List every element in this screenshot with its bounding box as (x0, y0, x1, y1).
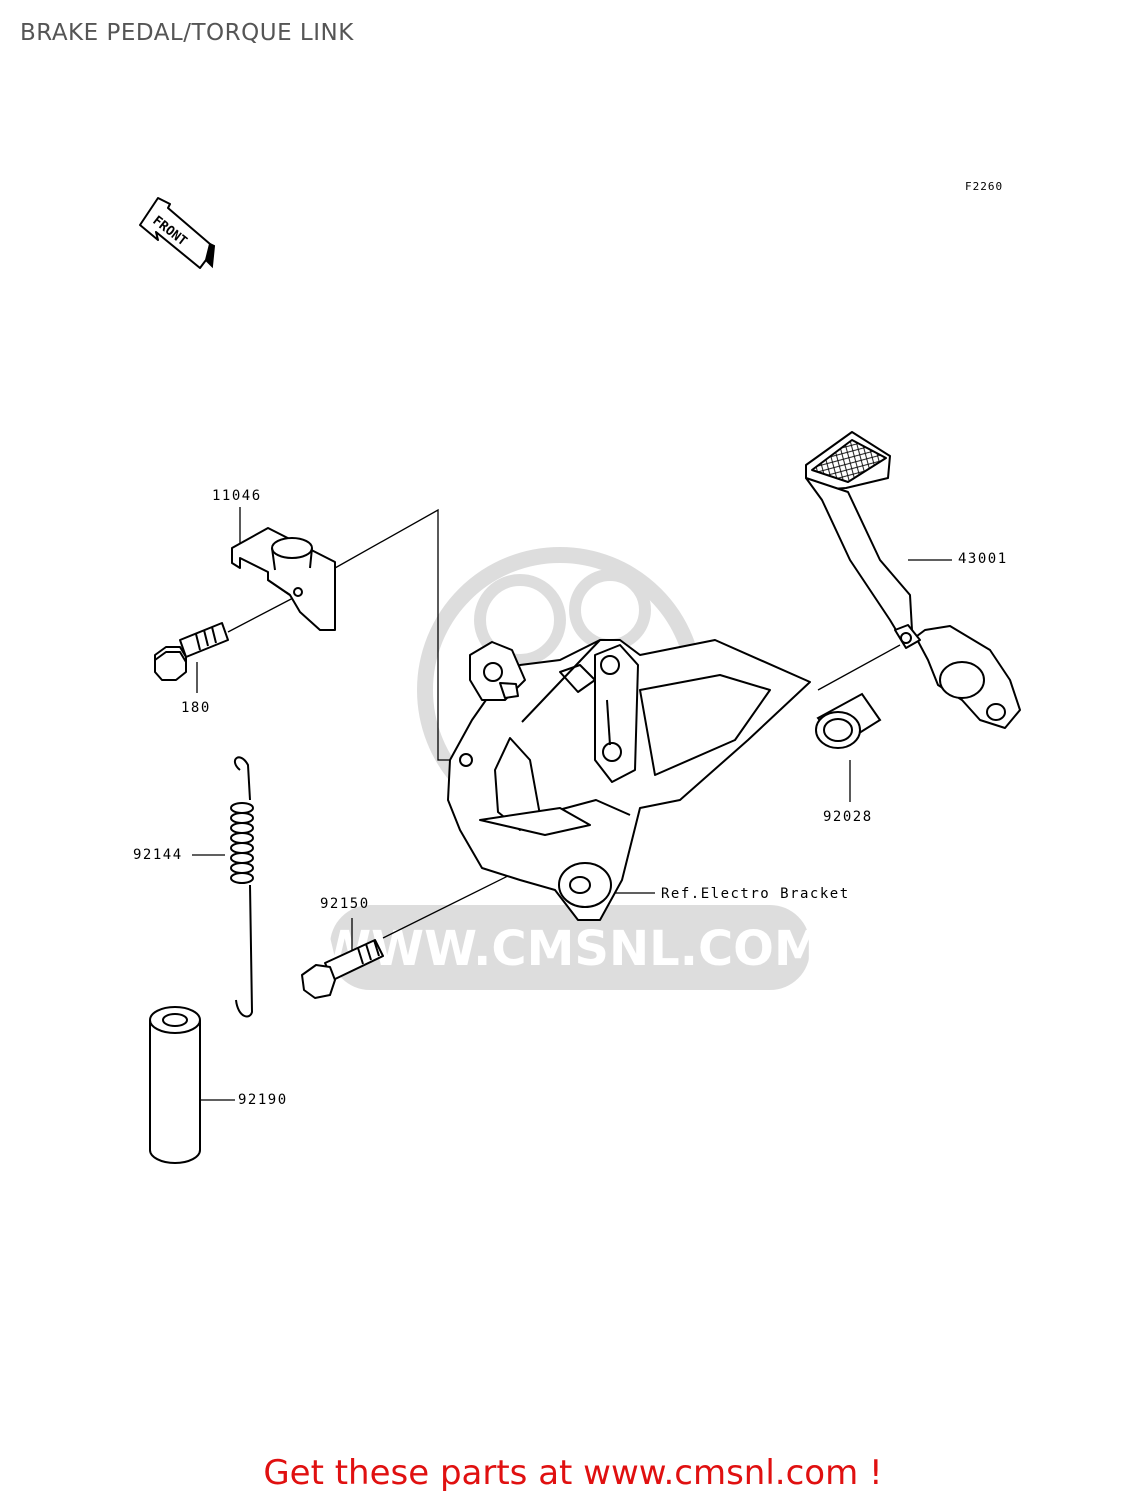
part-label-92144: 92144 (133, 847, 183, 863)
front-arrow-icon: FRONT (139, 197, 216, 269)
part-label-43001: 43001 (958, 551, 1008, 567)
part-label-92190: 92190 (238, 1092, 288, 1108)
clamp-11046 (231, 527, 336, 631)
page-title: BRAKE PEDAL/TORQUE LINK (20, 20, 354, 46)
figure-code: F2260 (965, 180, 1004, 193)
spring-92144 (230, 756, 254, 1018)
part-label-92150: 92150 (320, 896, 370, 912)
collar-92190 (149, 1006, 201, 1164)
ref-bracket-label: Ref.Electro Bracket (661, 886, 850, 902)
part-label-180: 180 (181, 700, 211, 716)
pin-92150 (301, 939, 384, 999)
bracket (447, 639, 811, 921)
bushing-92028 (815, 692, 882, 749)
promo-banner: Get these parts at www.cmsnl.com ! (0, 1453, 1146, 1493)
promo-link[interactable]: Get these parts at www.cmsnl.com ! (263, 1453, 883, 1493)
part-label-92028: 92028 (823, 809, 873, 825)
bolt-180 (154, 622, 229, 681)
watermark-text: WWW.CMSNL.COM (318, 921, 822, 977)
brake-pedal-43001 (805, 431, 1021, 729)
part-label-11046: 11046 (212, 488, 262, 504)
